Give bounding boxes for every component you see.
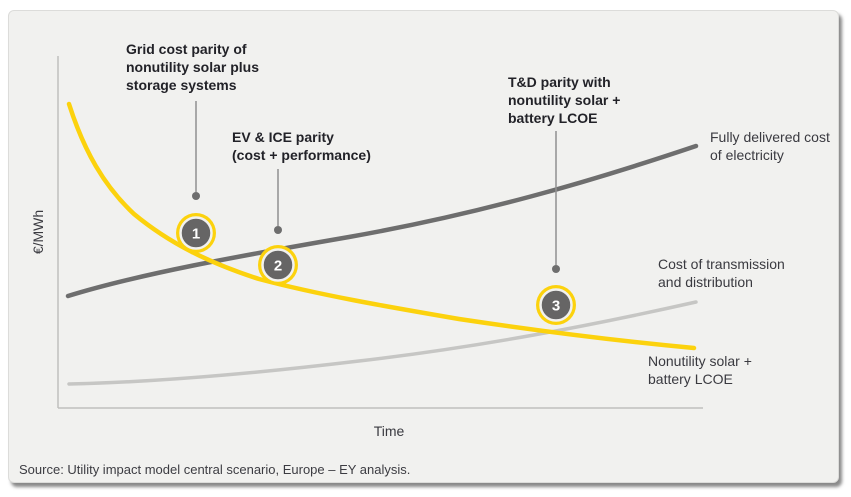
marker-3-leader	[552, 131, 560, 273]
x-axis-label: Time	[373, 423, 405, 439]
nonutility-solar-battery-curve	[66, 101, 697, 351]
curve-label-line: of electricity	[710, 147, 784, 163]
curve-label-line: Cost of transmission	[658, 256, 785, 272]
annotation-line: nonutility solar plus	[126, 59, 260, 75]
marker-2-leader	[274, 169, 282, 234]
label-transmission-distribution: Cost of transmission and distribution	[658, 255, 785, 291]
chart-canvas: 1 2 3	[57, 56, 703, 409]
label-nonutility-solar-battery: Nonutility solar + battery LCOE	[648, 352, 752, 388]
curve-label-line: Fully delivered cost	[710, 129, 830, 145]
marker-badge-3: 3	[536, 285, 576, 325]
marker-1-leader	[192, 101, 200, 200]
y-axis-label: €/MWh	[30, 209, 46, 255]
annotation-line: battery LCOE	[508, 110, 598, 126]
annotation-line: (cost + performance)	[232, 147, 371, 163]
fully-delivered-cost-curve	[65, 143, 699, 299]
annotation-line: storage systems	[126, 77, 237, 93]
annotation-line: EV & ICE parity	[232, 129, 334, 145]
marker-badge-2: 2	[258, 245, 298, 285]
transmission-distribution-curve	[67, 300, 698, 386]
annotation-td-parity: T&D parity with nonutility solar + batte…	[508, 73, 620, 127]
curve-label-line: and distribution	[658, 274, 753, 290]
source-text: Source: Utility impact model central sce…	[19, 462, 411, 477]
annotation-grid-cost-parity: Grid cost parity of nonutility solar plu…	[126, 40, 259, 94]
annotation-line: Grid cost parity of	[126, 41, 247, 57]
marker-number-3: 3	[552, 298, 560, 315]
marker-badge-1: 1	[176, 213, 216, 253]
label-fully-delivered-cost: Fully delivered cost of electricity	[710, 128, 830, 164]
annotation-ev-ice-parity: EV & ICE parity (cost + performance)	[232, 128, 371, 164]
marker-number-1: 1	[192, 226, 200, 243]
curve-label-line: Nonutility solar +	[648, 353, 752, 369]
chart-card: 1 2 3 Grid cost parity of nonutility sol…	[8, 10, 839, 483]
curve-label-line: battery LCOE	[648, 371, 733, 387]
annotation-line: T&D parity with	[508, 74, 611, 90]
annotation-line: nonutility solar +	[508, 92, 621, 108]
marker-number-2: 2	[274, 258, 282, 275]
